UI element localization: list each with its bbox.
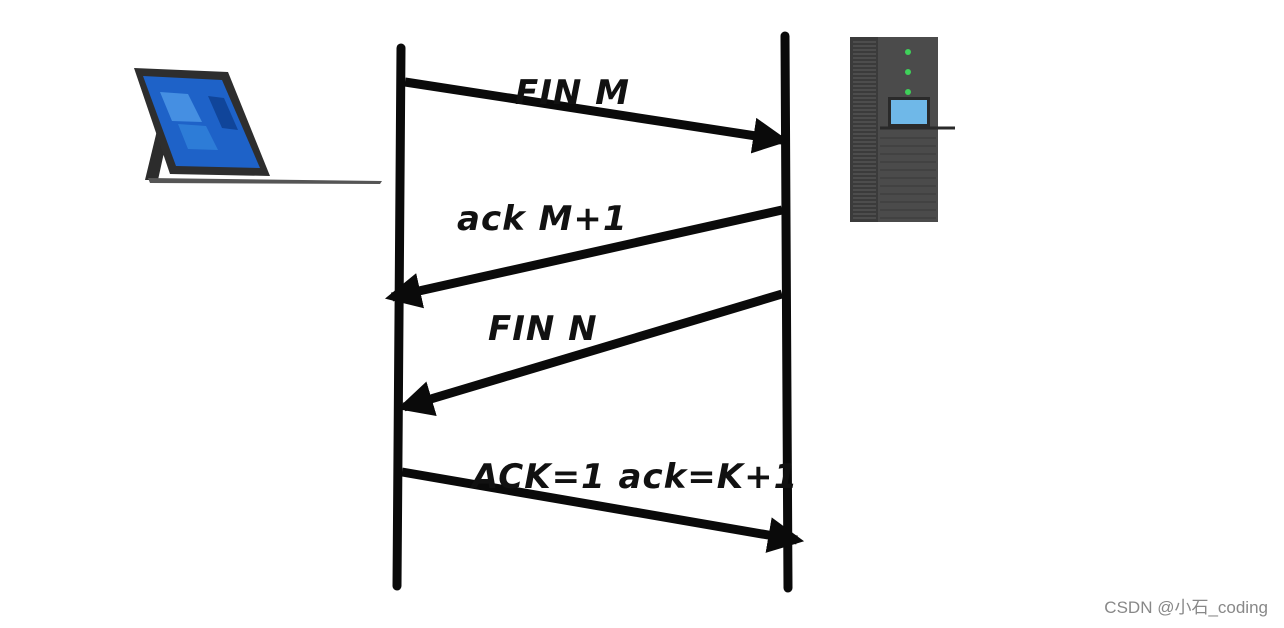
laptop-icon (134, 68, 382, 184)
arrow (397, 289, 784, 416)
server-tower-icon (850, 37, 955, 222)
arrow (401, 467, 805, 553)
message-label: FIN N (488, 309, 598, 349)
message-fin-n: FIN N (397, 289, 784, 416)
message-ack-final: ACK=1 ack=K+1 (401, 457, 805, 553)
watermark: CSDN @小石_coding (1104, 598, 1268, 617)
message-fin-m: FIN M (404, 73, 790, 154)
message-ack-m-plus-1: ack M+1 (384, 199, 783, 309)
message-label: ACK=1 ack=K+1 (469, 457, 798, 497)
arrow (404, 77, 790, 154)
message-label: FIN M (515, 73, 630, 113)
arrow (384, 205, 783, 309)
message-label: ack M+1 (457, 199, 628, 239)
client-lifeline (392, 43, 406, 591)
server-lifeline (780, 31, 793, 593)
